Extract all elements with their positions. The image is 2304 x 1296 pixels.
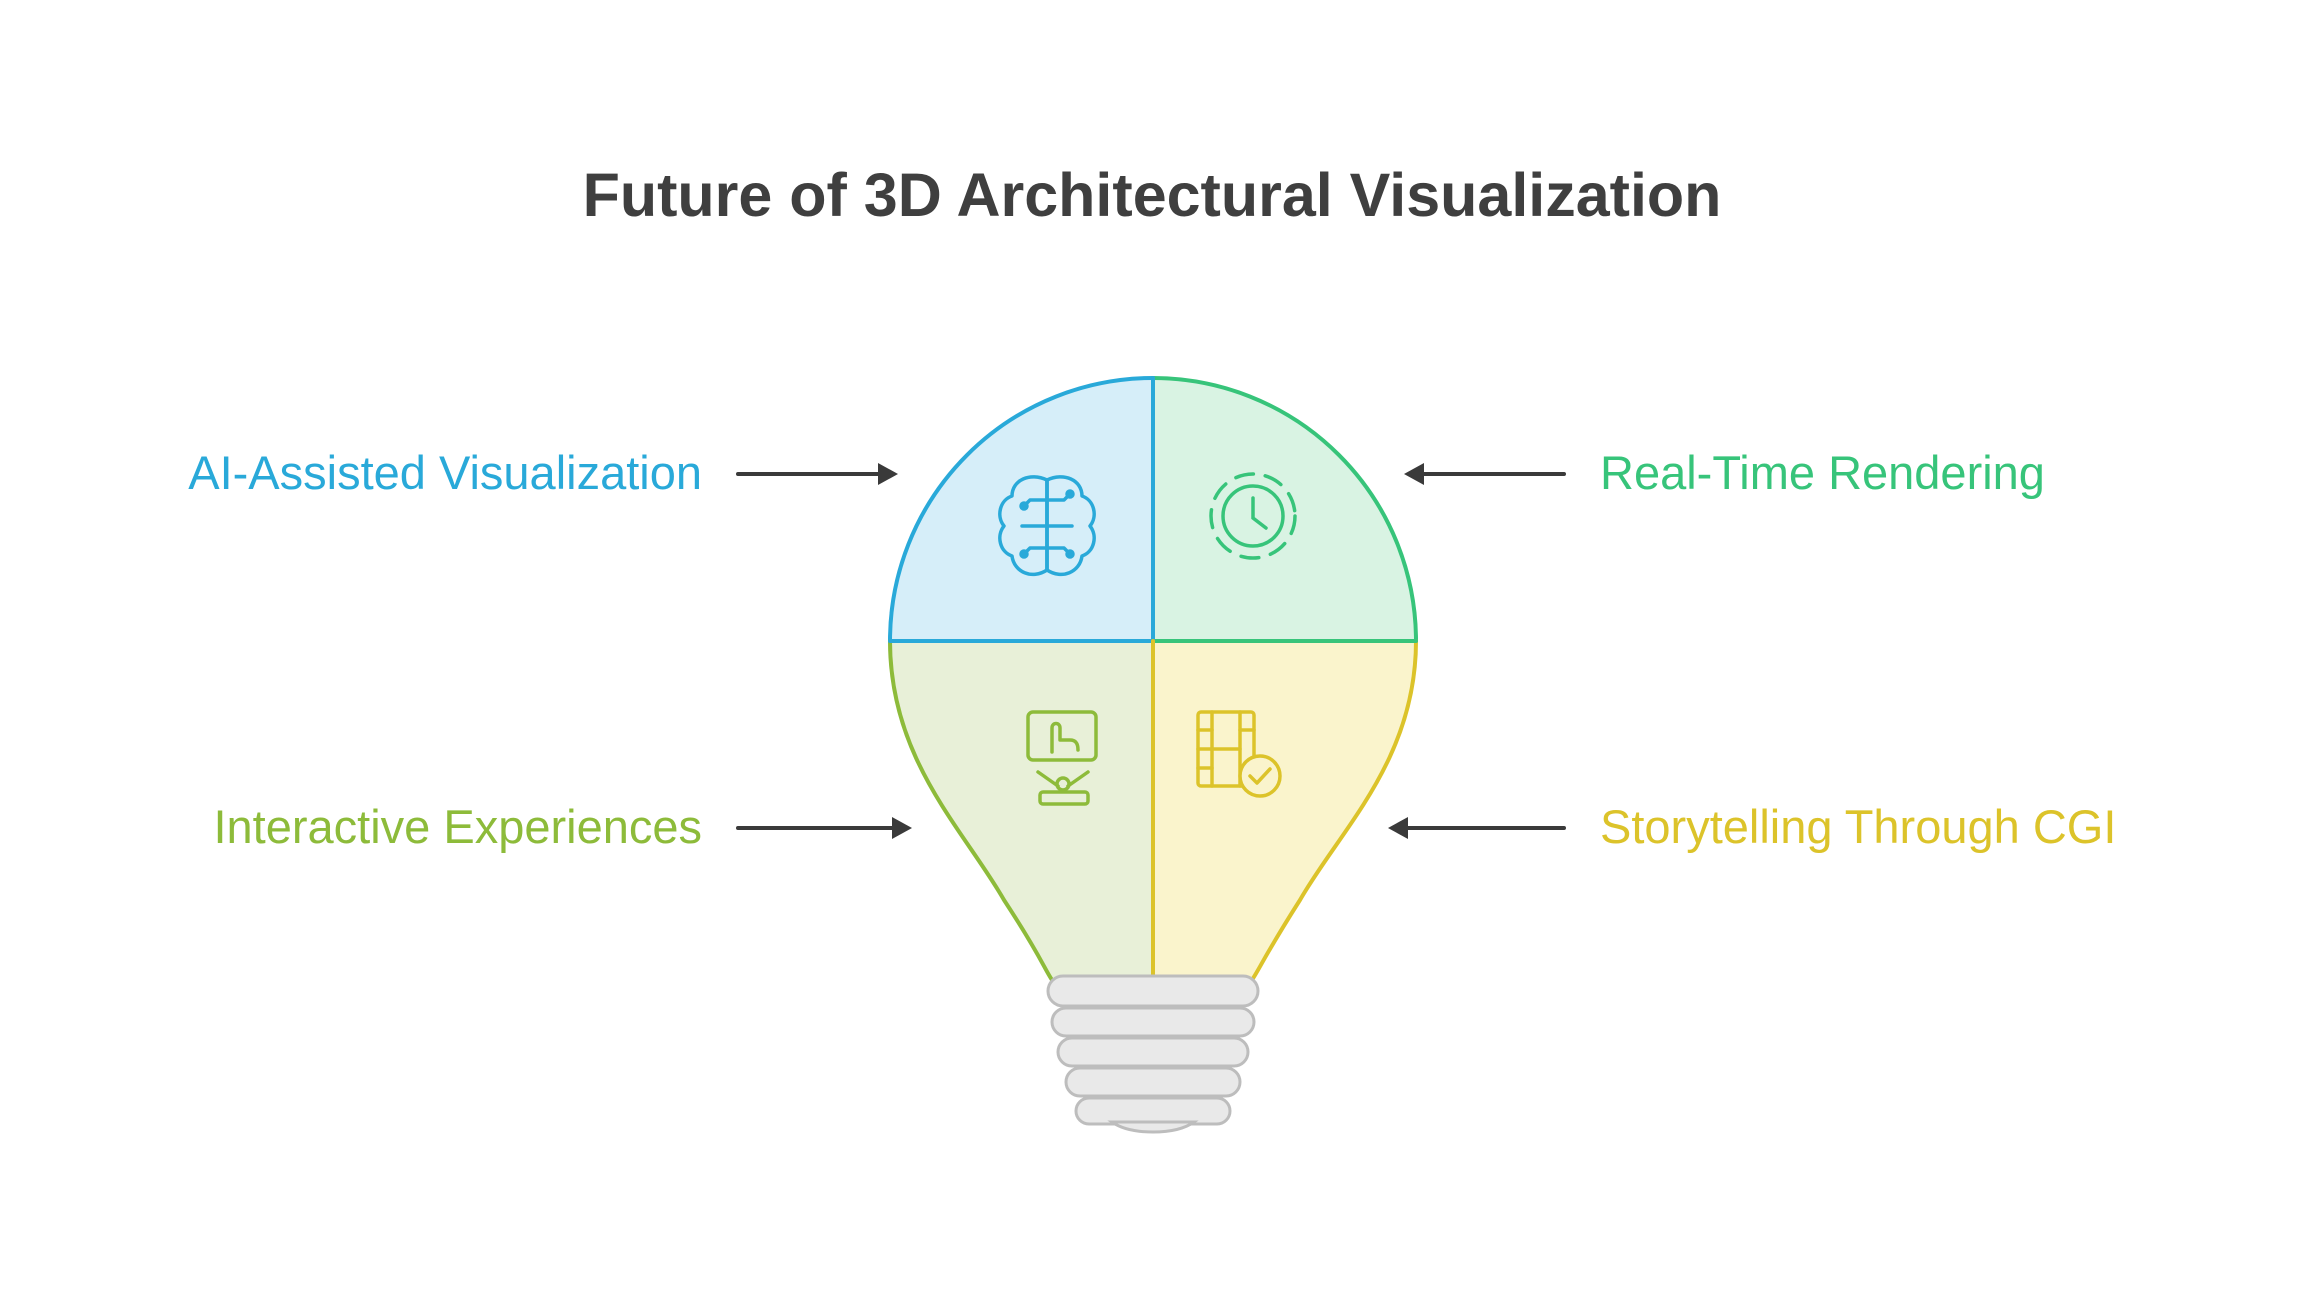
quadrant-storytelling	[1153, 642, 1416, 980]
base-ring-5	[1074, 1096, 1232, 1126]
quadrant-real-time	[1153, 378, 1416, 642]
outline-top-left	[888, 376, 1155, 643]
quadrant-ai-assisted	[890, 378, 1153, 642]
film-check-icon	[1196, 710, 1282, 798]
label-storytelling-through-cgi: Storytelling Through CGI	[1600, 800, 2116, 853]
arrow-ai-assisted	[736, 463, 898, 485]
outline-top-right	[1151, 376, 1418, 643]
clock-icon	[1209, 472, 1297, 560]
bulb-base	[1046, 974, 1260, 1134]
diagram-title: Future of 3D Architectural Visualization	[583, 161, 1722, 229]
arrow-real-time	[1404, 463, 1566, 485]
base-tip	[1107, 1120, 1199, 1134]
base-ring-3	[1056, 1036, 1250, 1068]
outline-bottom-right	[1151, 639, 1418, 982]
bulb-outline	[888, 376, 1418, 982]
base-ring-1	[1046, 974, 1260, 1008]
label-real-time-rendering: Real-Time Rendering	[1600, 446, 2045, 499]
outline-bottom-left	[888, 639, 1155, 982]
label-ai-assisted-visualization: AI-Assisted Visualization	[188, 446, 702, 499]
touch-screen-icon	[1026, 710, 1098, 806]
arrow-storytelling	[1388, 817, 1566, 839]
base-ring-4	[1064, 1066, 1242, 1098]
arrows	[736, 463, 1566, 839]
quadrant-interactive	[890, 642, 1153, 980]
label-interactive-experiences: Interactive Experiences	[213, 800, 702, 853]
brain-icon	[998, 475, 1096, 577]
arrow-interactive	[736, 817, 912, 839]
base-ring-2	[1050, 1006, 1256, 1038]
